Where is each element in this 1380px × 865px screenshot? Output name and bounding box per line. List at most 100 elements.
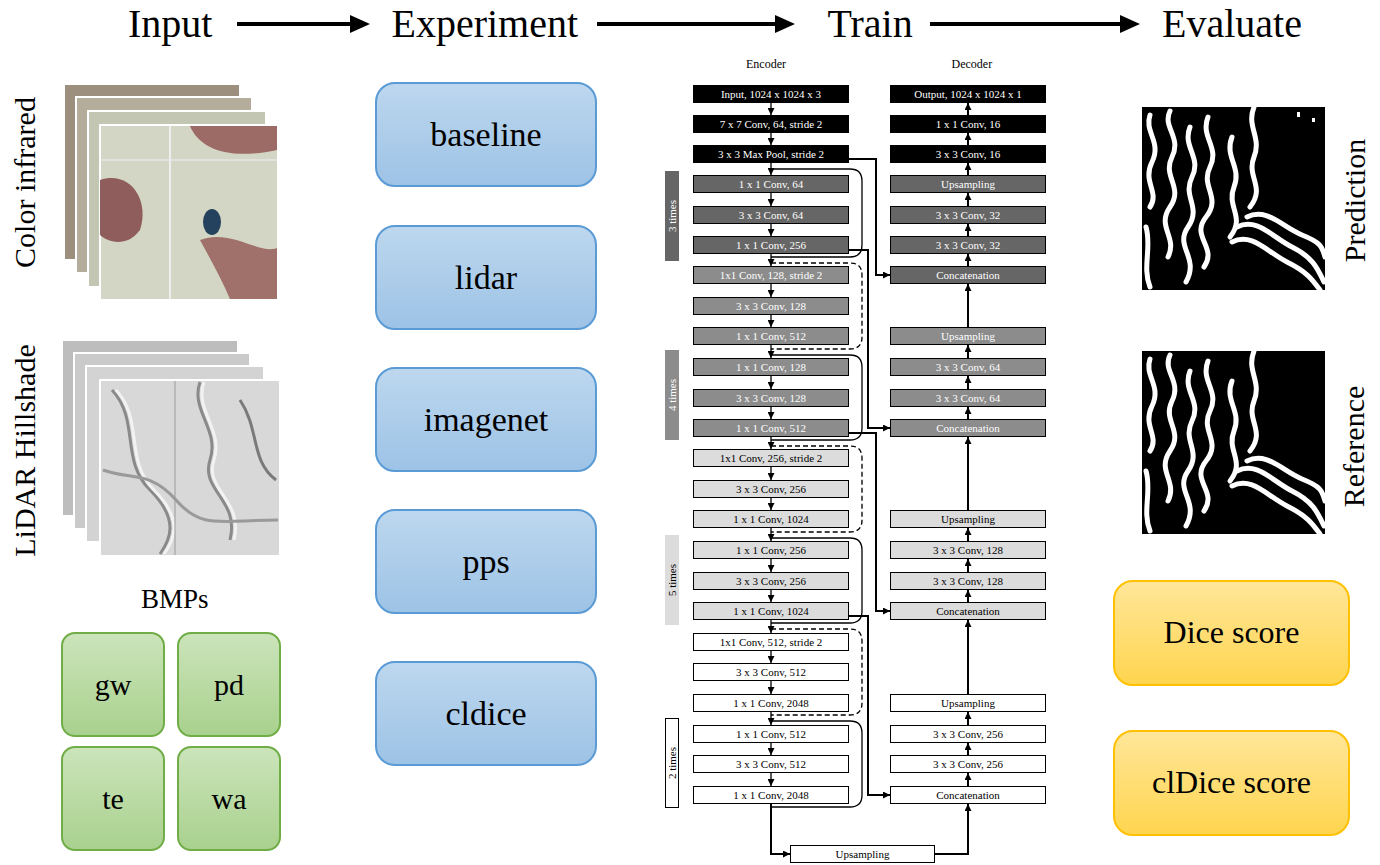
box-label: Concatenation (936, 789, 1000, 801)
bmp-box: wa (177, 746, 281, 851)
box-label: clDice score (1152, 765, 1311, 800)
box-label: 1 x 1 Conv, 256 (736, 239, 806, 251)
flow-connector (967, 224, 969, 236)
flow-connector (770, 437, 771, 449)
text-label: Reference (1337, 385, 1370, 507)
flow-connector (770, 681, 771, 694)
box-label: Concatenation (936, 605, 1000, 617)
box-label: 3 x 3 Conv, 64 (936, 361, 1000, 373)
box-label: 1 x 1 Conv, 512 (736, 422, 806, 434)
encoder-layer: 1x1 Conv, 256, stride 2 (693, 449, 849, 467)
encoder-layer: 1 x 1 Conv, 128 (693, 358, 849, 376)
flow-connector (967, 284, 969, 327)
reference-mask (1142, 351, 1325, 534)
flow-connector (770, 254, 771, 266)
flow-connector (770, 620, 771, 633)
experiment-box: baseline (375, 82, 597, 187)
flow-connector (770, 284, 771, 297)
encoder-layer: 3 x 3 Conv, 64 (693, 206, 849, 224)
flow-connector (770, 345, 771, 358)
flow-connector (967, 590, 969, 602)
text-label: Color infrared (7, 97, 40, 268)
box-label: 1 x 1 Conv, 1024 (733, 513, 808, 525)
encoder-layer: 1 x 1 Conv, 1024 (693, 510, 849, 528)
flow-connector (967, 407, 969, 419)
box-label: Upsampling (941, 330, 995, 342)
box-label: te (102, 782, 124, 815)
box-label: 3 x 3 Max Pool, stride 2 (718, 148, 824, 160)
decoder-layer: Concatenation (890, 419, 1046, 437)
box-label: 1 x 1 Conv, 2048 (733, 697, 808, 709)
encoder-layer: 1 x 1 Conv, 256 (693, 541, 849, 559)
bmp-box: te (61, 746, 165, 851)
stage-heading: Evaluate (1162, 2, 1302, 46)
box-label: imagenet (424, 401, 549, 438)
flow-connector (967, 103, 969, 115)
encoder-layer: 3 x 3 Conv, 512 (693, 663, 849, 681)
decoder-layer: Upsampling (890, 694, 1046, 712)
repeat-bracket: 4 times (665, 350, 679, 440)
box-label: 3 x 3 Conv, 512 (736, 666, 806, 678)
text-label: Encoder (746, 58, 786, 71)
decoder-layer: Concatenation (890, 602, 1046, 620)
box-label: 1 x 1 Conv, 1024 (733, 605, 808, 617)
flow-connector (770, 193, 771, 206)
repeat-bracket: 3 times (665, 171, 679, 261)
bmp-box: gw (61, 632, 165, 737)
flow-arrow (597, 22, 777, 26)
flow-connector (967, 193, 969, 206)
box-label: 3 x 3 Conv, 256 (736, 575, 806, 587)
decoder-layer: 3 x 3 Conv, 256 (890, 725, 1046, 743)
decoder-layer: Upsampling (890, 510, 1046, 528)
flow-connector (967, 773, 969, 786)
skip-connection (849, 433, 890, 611)
flow-connector (967, 712, 969, 725)
stage-heading: Experiment (392, 2, 579, 46)
flow-connector (967, 528, 969, 541)
encoder-layer: 3 x 3 Conv, 256 (693, 480, 849, 498)
flow-connector (770, 133, 771, 145)
encoder-layer: 3 x 3 Conv, 128 (693, 297, 849, 315)
repeat-bracket: 2 times (665, 718, 679, 808)
flow-connector (770, 590, 771, 602)
box-label: 3 x 3 Conv, 256 (933, 728, 1003, 740)
decoder-layer: 3 x 3 Conv, 256 (890, 755, 1046, 773)
box-label: 1 x 1 Conv, 2048 (733, 789, 808, 801)
flow-connector (967, 559, 969, 572)
decoder-layer: Output, 1024 x 1024 x 1 (890, 85, 1046, 103)
skip-connection (849, 250, 890, 428)
decoder-layer: 3 x 3 Conv, 16 (890, 145, 1046, 163)
road (101, 159, 277, 161)
flow-connector (770, 407, 771, 419)
repeat-bracket: 5 times (665, 535, 679, 625)
encoder-layer: 7 x 7 Conv, 64, stride 2 (693, 115, 849, 133)
box-label: 1 x 1 Conv, 512 (736, 728, 806, 740)
metric-box: clDice score (1113, 730, 1350, 836)
box-label: 1x1 Conv, 256, stride 2 (720, 452, 823, 464)
lidar-hillshade-stack (62, 340, 280, 556)
flow-connector (770, 498, 771, 510)
encoder-layer: 3 x 3 Max Pool, stride 2 (693, 145, 849, 163)
box-label: 1 x 1 Conv, 256 (736, 544, 806, 556)
mask-lines (1146, 351, 1325, 534)
stage-heading: Input (128, 2, 212, 46)
decoder-layer: 3 x 3 Conv, 64 (890, 358, 1046, 376)
box-label: Input, 1024 x 1024 x 3 (721, 88, 821, 100)
mask-speck (1312, 118, 1315, 122)
box-label: 1 x 1 Conv, 512 (736, 330, 806, 342)
box-label: 3 x 3 Conv, 128 (736, 300, 806, 312)
decoder-layer: Upsampling (890, 175, 1046, 193)
encoder-layer: 1 x 1 Conv, 512 (693, 725, 849, 743)
mask-speck (1297, 112, 1300, 117)
skip-connection (849, 159, 890, 275)
encoder-layer: 1x1 Conv, 512, stride 2 (693, 633, 849, 651)
image-sheet (100, 380, 280, 556)
mask-lines (1146, 107, 1325, 290)
box-label: 3 x 3 Conv, 64 (739, 209, 803, 221)
flow-connector (770, 315, 771, 327)
decoder-layer: Concatenation (890, 266, 1046, 284)
experiment-box: imagenet (375, 367, 597, 472)
encoder-layer: 1 x 1 Conv, 512 (693, 419, 849, 437)
box-label: 1 x 1 Conv, 64 (739, 178, 803, 190)
box-label: 3 x 3 Conv, 256 (736, 483, 806, 495)
